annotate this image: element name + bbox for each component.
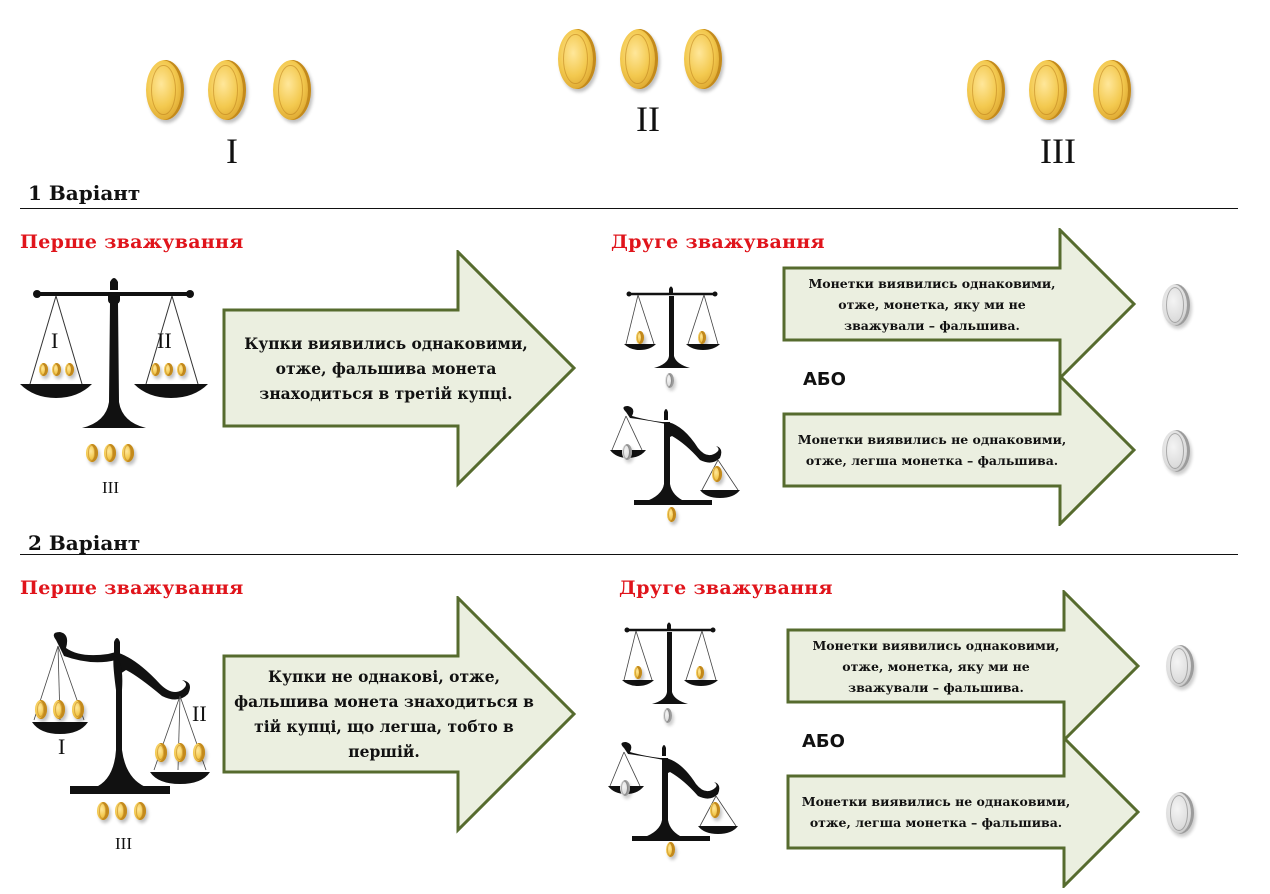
gold-coin-icon xyxy=(134,802,146,820)
gold-coin-icon xyxy=(35,700,47,719)
gold-coin-icon xyxy=(696,666,704,679)
or-separator: АБО xyxy=(803,369,846,390)
gold-coin-icon xyxy=(208,60,246,120)
gold-coin-icon xyxy=(967,60,1005,120)
off-scale-label: III xyxy=(102,478,119,497)
tilted-scale-icon xyxy=(608,742,738,841)
gold-coin-icon xyxy=(155,743,167,762)
gold-coin-icon xyxy=(174,743,186,762)
outcome-arrow-unequal: Монетки виявились не однаковими, отже, л… xyxy=(786,736,1144,888)
outcome-text-equal: Монетки виявились однаковими, отже, моне… xyxy=(812,637,1060,695)
outcome-arrow-equal: Монетки виявились однаковими, отже, моне… xyxy=(786,590,1144,742)
second-weighing-title: Друге зважування xyxy=(611,231,825,253)
variant-title: 1 Варіант xyxy=(28,181,141,205)
gold-coin-icon xyxy=(164,363,173,376)
gold-coin-icon xyxy=(193,743,205,762)
left-pan-label: I xyxy=(51,328,59,353)
gold-coin-icon xyxy=(104,444,116,462)
gold-coin-icon xyxy=(667,507,676,522)
first-weighing-result-text: Купки виявились однаковими, отже, фальши… xyxy=(244,333,528,403)
outcome-text-unequal: Монетки виявились не однаковими, отже, л… xyxy=(801,794,1071,830)
divider xyxy=(20,208,1238,209)
gold-coin-icon xyxy=(122,444,134,462)
gold-coin-icon xyxy=(684,29,722,89)
gold-coin-icon xyxy=(666,842,675,857)
pile-label: II xyxy=(636,99,660,139)
or-separator: АБО xyxy=(802,731,845,752)
gold-coin-icon xyxy=(115,802,127,820)
tilted-scale-icon xyxy=(32,632,210,794)
balanced-scale-icon xyxy=(622,622,718,704)
gold-coin-icon xyxy=(65,363,74,376)
silver-coin-icon xyxy=(622,444,632,460)
silver-coin-icon xyxy=(1162,284,1190,326)
first-weighing-title: Перше зважування xyxy=(20,577,244,599)
first-weighing-result-arrow: Купки виявились однаковими, отже, фальши… xyxy=(222,250,578,488)
gold-coin-icon xyxy=(558,29,596,89)
right-pan-label: II xyxy=(157,328,172,353)
first-weighing-result-arrow: Купки не однакові, отже, фальшива монета… xyxy=(222,596,578,834)
off-scale-label: III xyxy=(115,834,132,853)
gold-coin-icon xyxy=(1029,60,1067,120)
pile-label: III xyxy=(1040,131,1076,171)
silver-coin-icon xyxy=(620,780,630,796)
pile-label: I xyxy=(226,131,238,171)
first-weighing-result-text: Купки не однакові, отже, фальшива монета… xyxy=(234,667,534,761)
gold-coin-icon xyxy=(1093,60,1131,120)
outcome-arrow-equal: Монетки виявились однаковими, отже, моне… xyxy=(782,228,1140,380)
balanced-scale-icon xyxy=(20,278,208,428)
gold-coin-icon xyxy=(177,363,186,376)
first-weighing-title: Перше зважування xyxy=(20,231,244,253)
balanced-scale-icon xyxy=(624,286,720,368)
gold-coin-icon xyxy=(97,802,109,820)
gold-coin-icon xyxy=(72,700,84,719)
tilted-scale-icon xyxy=(610,406,740,505)
variant-title: 2 Варіант xyxy=(28,531,141,555)
second-weighing-title: Друге зважування xyxy=(619,577,833,599)
gold-coin-icon xyxy=(698,331,706,344)
silver-coin-icon xyxy=(663,708,672,723)
gold-coin-icon xyxy=(636,331,644,344)
outcome-arrow-unequal: Монетки виявились не однаковими, отже, л… xyxy=(782,374,1140,526)
gold-coin-icon xyxy=(710,802,720,818)
gold-coin-icon xyxy=(146,60,184,120)
right-pan-label: II xyxy=(192,701,207,726)
left-pan-label: I xyxy=(58,734,66,759)
gold-coin-icon xyxy=(52,363,61,376)
outcome-text-equal: Монетки виявились однаковими, отже, моне… xyxy=(808,275,1056,333)
silver-coin-icon xyxy=(1162,430,1190,472)
gold-coin-icon xyxy=(151,363,160,376)
gold-coin-icon xyxy=(53,700,65,719)
silver-coin-icon xyxy=(665,373,674,388)
silver-coin-icon xyxy=(1166,792,1194,834)
outcome-text-unequal: Монетки виявились не однаковими, отже, л… xyxy=(797,432,1067,468)
gold-coin-icon xyxy=(39,363,48,376)
gold-coin-icon xyxy=(634,666,642,679)
silver-coin-icon xyxy=(1166,645,1194,687)
gold-coin-icon xyxy=(86,444,98,462)
gold-coin-icon xyxy=(620,29,658,89)
gold-coin-icon xyxy=(712,466,722,482)
divider xyxy=(20,554,1238,555)
gold-coin-icon xyxy=(273,60,311,120)
